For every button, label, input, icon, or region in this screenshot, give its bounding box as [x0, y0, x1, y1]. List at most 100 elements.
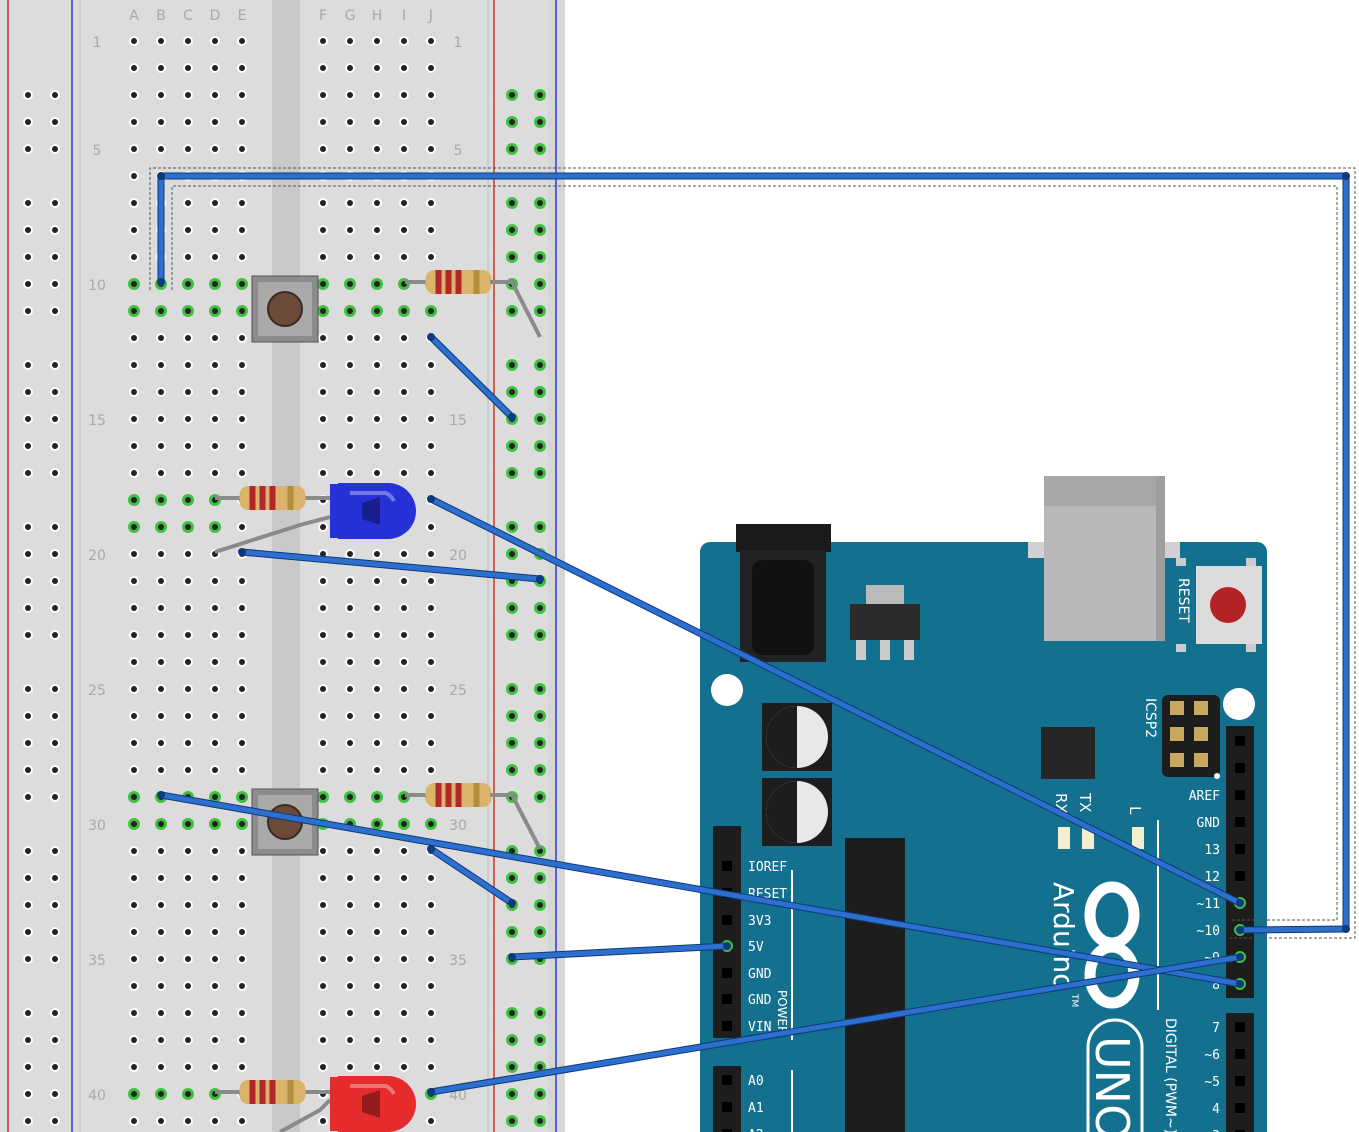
digital-pin-label: AREF: [1189, 789, 1220, 804]
power-header-label: POWER: [775, 990, 789, 1034]
voltage-regulator: [850, 585, 920, 660]
header-socket[interactable]: [722, 994, 732, 1004]
component-lead: [214, 515, 331, 554]
header-socket[interactable]: [1235, 1103, 1245, 1113]
column-letter: C: [183, 8, 193, 24]
wire-button1-to-pin10[interactable]: [157, 172, 1350, 934]
header-socket[interactable]: [722, 861, 732, 871]
power-pin-label: VIN: [748, 1020, 771, 1035]
l-led-label: L: [1126, 806, 1144, 815]
header-socket[interactable]: [1235, 1076, 1245, 1086]
digital-pin-label: ~3: [1204, 1129, 1220, 1132]
wire-button1-to-rail[interactable]: [427, 333, 516, 421]
column-letter: I: [402, 8, 406, 24]
column-letter: E: [238, 8, 247, 24]
row-number-right: 35: [449, 953, 467, 969]
wire-button2-to-pin8[interactable]: [157, 791, 1244, 988]
row-number-right: 30: [449, 818, 467, 834]
analog-pin-label: A1: [748, 1101, 764, 1116]
header-socket[interactable]: [722, 1075, 732, 1085]
resistor: [215, 1080, 330, 1104]
microcontroller-chip: [845, 838, 905, 1132]
wire-rail-to-5v[interactable]: [508, 942, 731, 961]
row-number-right: 5: [454, 143, 463, 159]
component-lead: [490, 793, 542, 850]
header-socket[interactable]: [1235, 790, 1245, 800]
usb-interface-chip: [1041, 727, 1095, 779]
column-letter: J: [428, 8, 433, 24]
digital-pin-label: 4: [1212, 1102, 1220, 1117]
header-socket[interactable]: [1235, 1130, 1245, 1132]
trademark-text: TM: [1069, 993, 1079, 1007]
row-number-left: 5: [93, 143, 102, 159]
header-socket[interactable]: [722, 915, 732, 925]
digital-pin-label: ~6: [1204, 1048, 1220, 1063]
header-socket[interactable]: [722, 1021, 732, 1031]
row-number-left: 15: [88, 413, 106, 429]
analog-pin-label: A0: [748, 1074, 764, 1089]
usb-connector: [1028, 476, 1180, 641]
header-socket[interactable]: [1235, 871, 1245, 881]
digital-pin-label: 12: [1204, 870, 1220, 885]
row-number-left: 1: [93, 35, 102, 51]
wire-blue-led-to-ground[interactable]: [238, 548, 544, 583]
column-letter: G: [345, 8, 356, 24]
arduino-pcb: [700, 542, 1267, 1132]
column-letter: B: [156, 8, 166, 24]
header-socket[interactable]: [722, 968, 732, 978]
digital-pin-label: ~5: [1204, 1075, 1220, 1090]
header-socket[interactable]: [1235, 1049, 1245, 1059]
arduino-brand-text: Arduino: [1047, 882, 1080, 990]
header-socket[interactable]: [1235, 1022, 1245, 1032]
digital-pin-label: 13: [1204, 843, 1220, 858]
row-number-left: 20: [88, 548, 106, 564]
row-number-left: 30: [88, 818, 106, 834]
header-socket[interactable]: [1235, 736, 1245, 746]
wire-blue-led-to-pin11[interactable]: [427, 495, 1244, 907]
power-pin-label: 5V: [748, 940, 764, 955]
row-number-left: 35: [88, 953, 106, 969]
reset-button[interactable]: [1176, 558, 1262, 652]
row-number-right: 20: [449, 548, 467, 564]
wire-button2-to-rail[interactable]: [427, 845, 516, 907]
column-letter: H: [372, 8, 383, 24]
row-number-right: 40: [449, 1088, 467, 1104]
header-socket[interactable]: [722, 1129, 732, 1132]
l-led: [1132, 827, 1144, 849]
power-header: [713, 826, 741, 1038]
pushbutton[interactable]: [251, 275, 319, 343]
digital-pin-label: GND: [1197, 816, 1221, 831]
row-number-left: 10: [88, 278, 106, 294]
icsp-header: [1162, 695, 1220, 777]
digital-header-label: DIGITAL (PWM~): [1162, 1018, 1178, 1132]
column-letter: D: [210, 8, 221, 24]
icsp-label: ICSP2: [1142, 698, 1158, 738]
header-socket[interactable]: [1235, 844, 1245, 854]
arduino-uno-board: RESET ICSP2 TX RX L: [700, 476, 1267, 1132]
column-letter: A: [129, 8, 139, 24]
breadboard-center-channel: [272, 0, 300, 1132]
row-number-left: 40: [88, 1088, 106, 1104]
dc-power-jack: [736, 524, 831, 662]
analog-pin-label: A2: [748, 1128, 764, 1132]
reset-label: RESET: [1175, 578, 1191, 623]
led-blue: [330, 483, 416, 539]
row-number-left: 25: [88, 683, 106, 699]
power-pin-label: 3V3: [748, 914, 771, 929]
capacitor: [762, 778, 832, 846]
power-pin-label: GND: [748, 993, 772, 1008]
header-socket[interactable]: [1235, 763, 1245, 773]
capacitor: [762, 703, 832, 771]
wire-red-led-to-pin9[interactable]: [427, 953, 1244, 1096]
digital-pin-label: 7: [1212, 1021, 1220, 1036]
power-pin-label: IOREF: [748, 860, 787, 875]
mounting-hole: [1223, 688, 1255, 720]
digital-pin-label: ~10: [1197, 924, 1220, 939]
header-socket[interactable]: [1235, 817, 1245, 827]
digital-pin-label: 8: [1212, 978, 1220, 993]
header-socket[interactable]: [722, 1102, 732, 1112]
uno-text: UNO: [1085, 1036, 1139, 1132]
mounting-hole: [711, 674, 743, 706]
